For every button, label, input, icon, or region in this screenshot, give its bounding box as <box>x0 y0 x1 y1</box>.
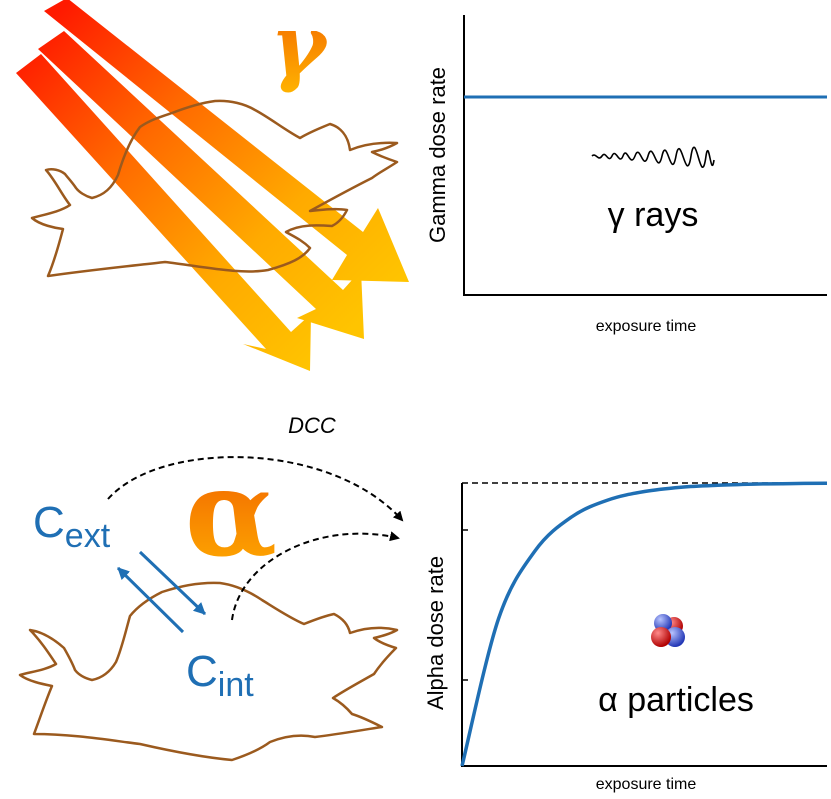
c-ext-label: Cext <box>33 498 111 555</box>
particle-blue-front <box>665 627 685 647</box>
gamma-rays-label: γ rays <box>608 196 699 234</box>
dcc-arrow-ext <box>107 456 404 522</box>
dcc-label: DCC <box>288 413 336 438</box>
alpha-particles-label: α particles <box>598 681 754 719</box>
alpha-ylabel: Alpha dose rate <box>423 556 448 710</box>
snail-outline-top <box>30 99 399 278</box>
c-int-base: C <box>186 647 218 696</box>
alpha-xlabel: exposure time <box>596 776 697 793</box>
alpha-symbol: α <box>185 443 277 584</box>
alpha-particle-icon <box>651 614 685 647</box>
dcc-arrow-int <box>231 531 400 621</box>
exchange-arrow-int-to-ext <box>116 566 185 634</box>
gamma-xlabel: exposure time <box>596 318 697 335</box>
gamma-wave-icon <box>591 146 715 168</box>
gamma-beams <box>16 0 409 371</box>
gamma-beam-3 <box>16 54 311 371</box>
gamma-chart: Gamma dose rate exposure time γ rays <box>425 15 827 335</box>
snail-outline-bottom <box>18 581 399 762</box>
c-ext-sub: ext <box>65 517 111 555</box>
gamma-beam-1 <box>44 0 409 282</box>
exchange-arrow-ext-to-int <box>138 550 207 616</box>
gamma-symbol: γ <box>270 0 329 95</box>
alpha-dose-curve <box>460 481 828 767</box>
c-ext-base: C <box>33 498 65 547</box>
c-int-label: Cint <box>186 647 254 704</box>
gamma-beam-2 <box>38 31 364 339</box>
c-int-sub: int <box>218 666 254 704</box>
alpha-chart: Alpha dose rate exposure time α particle… <box>423 481 828 793</box>
particle-red-front <box>651 627 671 647</box>
gamma-ylabel: Gamma dose rate <box>425 67 450 243</box>
